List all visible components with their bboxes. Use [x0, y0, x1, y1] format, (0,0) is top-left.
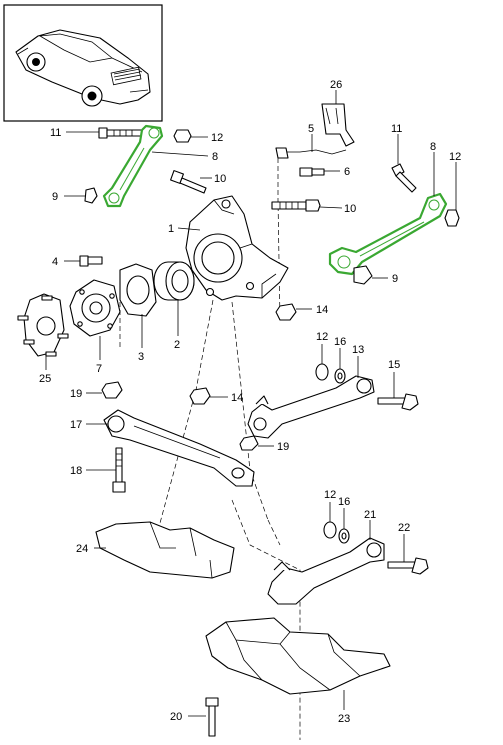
- callout-labels: 11 12 8 9 10 10 1 4 26 5 6 11 8 12 9 14 …: [39, 79, 461, 725]
- callout-12-left: 12: [211, 132, 223, 144]
- callout-12-mid: 12: [316, 331, 328, 343]
- callout-4: 4: [52, 256, 58, 268]
- bolt-6: [299, 167, 325, 177]
- washer-16-lower: [338, 528, 350, 544]
- bracket-24: [95, 521, 235, 579]
- callout-9-right: 9: [392, 273, 398, 285]
- callout-13: 13: [352, 344, 364, 356]
- callout-7: 7: [96, 363, 102, 375]
- callout-16-lower: 16: [338, 496, 350, 508]
- wheel-bearing-2: [153, 261, 195, 301]
- bolt-10-upper: [170, 170, 207, 194]
- control-arm-21: [267, 537, 385, 605]
- nut-12-mid: [315, 363, 329, 381]
- nut-19-lower: [239, 435, 259, 451]
- nut-9-right: [353, 265, 373, 285]
- callout-16-mid: 16: [334, 336, 346, 348]
- callout-1: 1: [168, 223, 174, 235]
- callout-19-upper: 19: [70, 388, 82, 400]
- callout-12-right: 12: [449, 151, 461, 163]
- callout-19-lower: 19: [277, 441, 289, 453]
- washer-16-mid: [334, 368, 346, 384]
- nut-12-right: [444, 209, 460, 227]
- callout-14-upper: 14: [316, 304, 328, 316]
- callout-17: 17: [70, 419, 82, 431]
- callout-26: 26: [330, 79, 342, 91]
- callout-8-left: 8: [212, 151, 218, 163]
- callout-6: 6: [344, 166, 350, 178]
- callout-22: 22: [398, 522, 410, 534]
- nut-14-mid: [189, 387, 211, 405]
- bolt-11-right: [391, 163, 417, 193]
- callout-14-mid: 14: [231, 392, 243, 404]
- brake-line-5: [275, 147, 347, 159]
- callout-25: 25: [39, 373, 51, 385]
- brake-line-bracket-26: [321, 103, 355, 147]
- callout-11-left: 11: [50, 127, 61, 139]
- callout-24: 24: [76, 543, 88, 555]
- nut-12-lower: [323, 521, 337, 539]
- protection-plate-3: [119, 263, 157, 317]
- callout-10-upper: 10: [214, 173, 226, 185]
- nut-19-upper: [101, 381, 123, 399]
- callout-23: 23: [338, 713, 350, 725]
- wheel-hub-7: [69, 279, 121, 337]
- callout-18: 18: [70, 465, 82, 477]
- leader-lines: [45, 90, 457, 717]
- wheel-studs-25: [17, 293, 69, 357]
- callout-8-right: 8: [430, 141, 436, 153]
- control-arm-13: [247, 375, 375, 439]
- callout-20: 20: [170, 711, 182, 723]
- wheel-carrier-1: [185, 195, 289, 301]
- callout-15: 15: [388, 359, 400, 371]
- bolt-11-left: [98, 127, 144, 139]
- bolt-10-lower: [271, 199, 321, 212]
- callout-12-lower: 12: [324, 489, 336, 501]
- bolt-20: [205, 697, 219, 737]
- bolt-15: [377, 393, 419, 411]
- cover-23: [205, 617, 391, 695]
- nut-14-upper: [275, 303, 297, 321]
- nut-9-left: [84, 187, 98, 204]
- vehicle-thumbnail: [3, 4, 163, 122]
- callout-10-lower: 10: [344, 203, 356, 215]
- callout-21: 21: [364, 509, 376, 521]
- callout-9-left: 9: [52, 191, 58, 203]
- bolt-18: [112, 447, 126, 493]
- nut-12-left: [173, 129, 192, 143]
- bolt-22: [387, 557, 429, 575]
- toe-link-8-right: [328, 192, 448, 276]
- callout-5: 5: [308, 123, 314, 135]
- toe-link-8-left: [102, 124, 164, 208]
- bolt-4: [79, 255, 103, 267]
- trailing-arm-17: [103, 409, 255, 487]
- callout-2: 2: [174, 339, 180, 351]
- callout-3: 3: [138, 351, 144, 363]
- callout-11-right: 11: [391, 123, 402, 135]
